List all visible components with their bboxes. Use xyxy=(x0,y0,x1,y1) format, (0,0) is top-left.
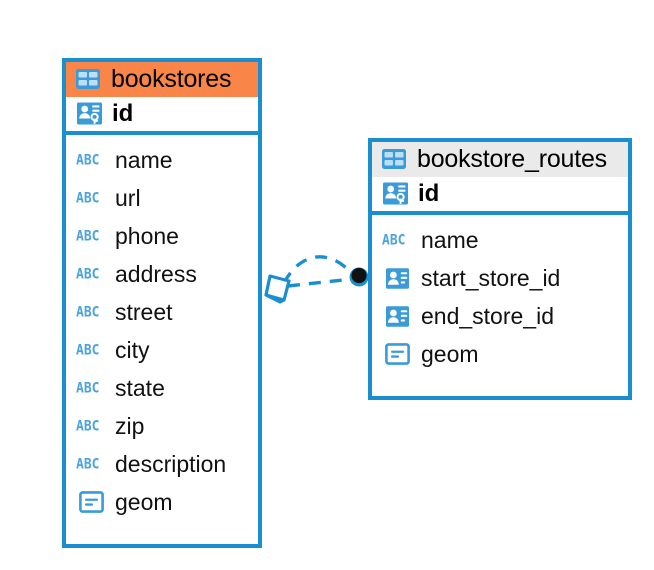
field-row[interactable]: geom xyxy=(76,483,249,521)
field-label: name xyxy=(421,227,479,254)
field-label-id: id xyxy=(418,180,440,208)
abc-text-icon: ABC xyxy=(76,266,100,283)
primary-key-icon xyxy=(76,101,103,126)
foreign-key-icon xyxy=(382,305,412,328)
field-row[interactable]: ABC street xyxy=(76,293,249,331)
field-row[interactable]: ABC state xyxy=(76,369,249,407)
foreign-key-icon xyxy=(382,267,412,290)
field-row[interactable]: ABC phone xyxy=(76,217,249,255)
field-label: description xyxy=(115,451,227,478)
field-label: state xyxy=(115,375,165,402)
entity-bookstore-routes[interactable]: bookstore_routes id ABC xyxy=(368,138,632,400)
geometry-icon xyxy=(382,343,412,366)
field-row-primary-key[interactable]: id xyxy=(66,97,258,132)
field-label: start_store_id xyxy=(421,265,561,292)
entity-bookstores[interactable]: bookstores id ABC name xyxy=(62,58,262,548)
entity-title: bookstores xyxy=(111,65,232,93)
field-label: url xyxy=(115,185,141,212)
field-row[interactable]: ABC name xyxy=(76,141,249,179)
abc-text-icon: ABC xyxy=(76,190,100,207)
field-label-id: id xyxy=(112,100,134,128)
field-row[interactable]: ABC url xyxy=(76,179,249,217)
abc-text-icon: ABC xyxy=(76,418,100,435)
field-label: geom xyxy=(115,489,173,516)
field-list-bookstore-routes: ABC name start_store_id xyxy=(372,215,628,382)
entity-title: bookstore_routes xyxy=(417,145,607,173)
field-row[interactable]: ABC description xyxy=(76,445,249,483)
field-row[interactable]: ABC name xyxy=(382,221,619,259)
field-label: street xyxy=(115,299,173,326)
abc-text-icon: ABC xyxy=(76,456,100,473)
field-label: address xyxy=(115,261,197,288)
field-row[interactable]: start_store_id xyxy=(382,259,619,297)
relationship-edge-straight xyxy=(287,277,353,288)
geometry-icon xyxy=(76,491,106,514)
header-separator xyxy=(372,211,628,216)
abc-text-icon: ABC xyxy=(76,152,100,169)
abc-text-icon: ABC xyxy=(76,380,100,397)
field-row[interactable]: end_store_id xyxy=(382,297,619,335)
abc-text-icon: ABC xyxy=(382,232,406,249)
field-row-primary-key[interactable]: id xyxy=(372,177,628,212)
abc-text-icon: ABC xyxy=(76,304,100,321)
table-grid-icon xyxy=(381,147,407,171)
entity-header-bookstores[interactable]: bookstores xyxy=(66,62,258,98)
field-label: geom xyxy=(421,341,479,368)
field-label: name xyxy=(115,147,173,174)
field-label: city xyxy=(115,337,150,364)
diamond-outline-marker[interactable] xyxy=(264,274,291,304)
abc-text-icon: ABC xyxy=(76,342,100,359)
field-row[interactable]: ABC zip xyxy=(76,407,249,445)
field-row[interactable]: ABC address xyxy=(76,255,249,293)
field-row[interactable]: geom xyxy=(382,335,619,373)
field-list-bookstores: ABC name ABC url ABC phone ABC address A… xyxy=(66,135,258,530)
field-label: end_store_id xyxy=(421,303,554,330)
header-separator xyxy=(66,131,258,136)
abc-text-icon: ABC xyxy=(76,228,100,245)
filled-circle-marker[interactable] xyxy=(349,267,369,287)
entity-header-bookstore-routes[interactable]: bookstore_routes xyxy=(372,142,628,178)
field-row[interactable]: ABC city xyxy=(76,331,249,369)
field-label: zip xyxy=(115,413,145,440)
primary-key-icon xyxy=(382,181,409,206)
table-grid-icon xyxy=(75,67,101,91)
relationship-edge-arched xyxy=(282,255,354,284)
field-label: phone xyxy=(115,223,179,250)
